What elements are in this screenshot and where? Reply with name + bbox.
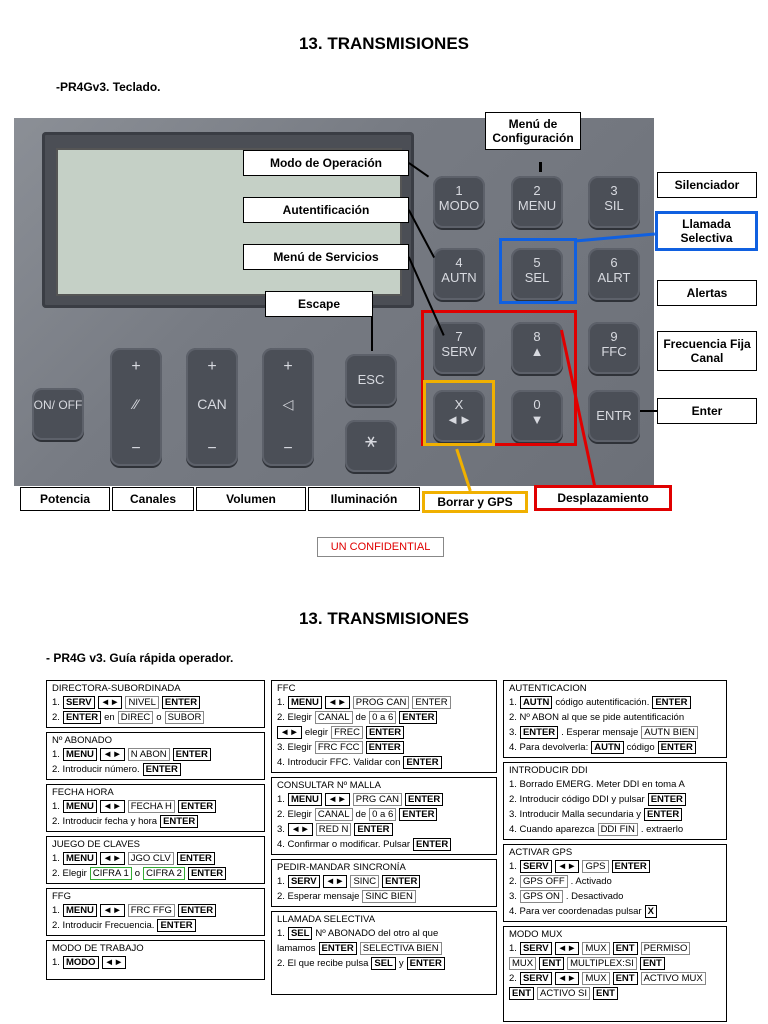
label-menu-servicios: Menú de Servicios [243,244,409,270]
scroll-highlight [421,310,577,446]
key-entr[interactable]: ENTR [588,390,640,442]
box-ddi: INTRODUCIR DDI 1. Borrado EMERG. Meter D… [503,762,727,840]
label-escape: Escape [265,291,373,317]
rocker-power[interactable]: +⁄⁄− [110,348,162,466]
label-silenciador: Silenciador [657,172,757,198]
page1-subtitle: -PR4Gv3. Teclado. [56,80,161,94]
box-modo-trabajo: MODO DE TRABAJO 1.MODO◄► [46,940,265,980]
key-illumination[interactable]: ⚹ [345,420,397,472]
rocker-volume[interactable]: +◁− [262,348,314,466]
label-iluminacion: Iluminación [308,487,420,511]
page2-title: 13. TRANSMISIONES [298,609,470,628]
rocker-channel[interactable]: +CAN− [186,348,238,466]
key-8-up[interactable]: 8▲ [511,322,563,374]
key-x-left-right[interactable]: X◄► [433,390,485,442]
label-modo-operacion: Modo de Operación [243,150,409,176]
label-alertas: Alertas [657,280,757,306]
confidential-stamp: UN CONFIDENTIAL [317,537,444,557]
page2-subtitle: - PR4G v3. Guía rápida operador. [46,651,234,665]
label-canales: Canales [112,487,194,511]
label-enter: Enter [657,398,757,424]
label-volumen: Volumen [196,487,306,511]
label-potencia: Potencia [20,487,110,511]
label-frecuencia-fija: Frecuencia Fija Canal [657,331,757,371]
key-esc[interactable]: ESC [345,354,397,406]
label-llamada-selectiva: Llamada Selectiva [655,211,758,251]
gps-highlight [423,380,495,446]
label-menu-config: Menú de Configuración [485,112,581,150]
label-desplazamiento: Desplazamiento [534,485,672,511]
sel-highlight [499,238,577,304]
key-0-down[interactable]: 0▼ [511,390,563,442]
label-borrar-gps: Borrar y GPS [422,491,528,513]
label-autentificacion: Autentificación [243,197,409,223]
page1-title: 13. TRANSMISIONES [298,34,470,53]
key-on-off[interactable]: ON/ OFF [32,388,84,440]
